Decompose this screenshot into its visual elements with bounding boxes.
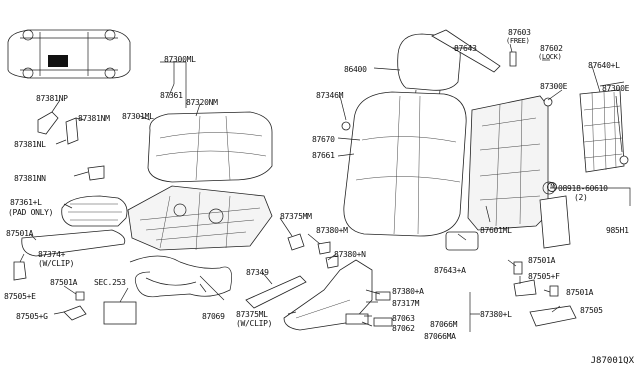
part-label-87361L[interactable]: 87361+L	[10, 198, 42, 207]
part-label-87501A[interactable]: 87501A	[6, 229, 34, 238]
part-label-87505G[interactable]: 87505+G	[16, 312, 48, 321]
part-label-87505E[interactable]: 87505+E	[4, 292, 36, 301]
bolt-part	[509, 51, 517, 67]
part-label-87062[interactable]: 87062	[392, 324, 415, 333]
knob-part	[375, 291, 391, 301]
nut-part	[543, 97, 553, 107]
part-label-87602-note: (LOCK)	[538, 53, 562, 61]
part-label-87361L-note: (PAD ONLY)	[8, 208, 54, 217]
part-label-87301ML[interactable]: 87301ML	[122, 112, 154, 121]
seat-cushion-cover	[147, 111, 273, 183]
part-label-87300E[interactable]: 87300E	[602, 84, 630, 93]
bracket-part	[287, 233, 305, 251]
knob-part	[445, 231, 479, 251]
part-label-87381NP[interactable]: 87381NP	[36, 94, 68, 103]
side-finisher-part	[21, 229, 126, 257]
part-label-87602[interactable]: 87602	[540, 44, 563, 53]
part-label-87300E[interactable]: 87300E	[540, 82, 568, 91]
part-label-87380N[interactable]: 87380+N	[334, 250, 366, 259]
part-label-87374[interactable]: 87374+	[38, 250, 66, 259]
wire-harness	[129, 255, 232, 298]
clip-part	[341, 121, 351, 131]
part-label-87501A[interactable]: 87501A	[528, 256, 556, 265]
part-label-SEC253[interactable]: SEC.253	[94, 278, 126, 287]
module-part	[103, 301, 137, 325]
n-symbol-icon: N	[547, 182, 557, 192]
clip-part	[317, 241, 331, 255]
trim-cover-part	[37, 111, 59, 135]
part-label-87603[interactable]: 87603	[508, 28, 531, 37]
knob-part	[373, 317, 393, 327]
part-label-87317M[interactable]: 87317M	[392, 299, 420, 308]
part-label-87603-note: (FREE)	[506, 37, 530, 45]
part-label-87349[interactable]: 87349	[246, 268, 269, 277]
part-label-87643[interactable]: 87643	[454, 44, 477, 53]
part-label-87380M[interactable]: 87380+M	[316, 226, 348, 235]
part-label-87505[interactable]: 87505	[580, 306, 603, 315]
headrest-part	[397, 33, 461, 91]
clip-part	[63, 305, 87, 321]
seat-back-frame	[467, 95, 549, 231]
part-label-87643A[interactable]: 87643+A	[434, 266, 466, 275]
clip-part	[13, 261, 27, 281]
bolt-part	[513, 261, 523, 275]
part-label-87375MM[interactable]: 87375MM	[280, 212, 312, 221]
part-label-87300ML[interactable]: 87300ML	[164, 55, 196, 64]
part-label-08918-note: (2)	[574, 193, 588, 202]
part-label-87381NN[interactable]: 87381NN	[14, 174, 46, 183]
trim-cover-part	[65, 117, 79, 145]
part-label-87380L[interactable]: 87380+L	[480, 310, 512, 319]
part-label-87374-note: (W/CLIP)	[38, 259, 75, 268]
part-label-87381NM[interactable]: 87381NM	[78, 114, 110, 123]
part-label-87505F[interactable]: 87505+F	[528, 272, 560, 281]
part-label-87375ML[interactable]: 87375ML	[236, 310, 268, 319]
cushion-pad-part	[61, 195, 128, 227]
part-label-87501A[interactable]: 87501A	[50, 278, 78, 287]
back-board-part	[579, 89, 625, 173]
nut-part	[619, 155, 629, 165]
vehicle-locator-icon	[7, 29, 131, 79]
part-label-87069[interactable]: 87069	[202, 312, 225, 321]
knob-part	[345, 313, 369, 325]
lower-side-cover	[283, 259, 373, 331]
part-label-87361[interactable]: 87361	[160, 91, 183, 100]
rail-cover-part	[529, 305, 577, 327]
part-label-87501A[interactable]: 87501A	[566, 288, 594, 297]
part-label-87346M[interactable]: 87346M	[316, 91, 344, 100]
part-label-87066MA[interactable]: 87066MA	[424, 332, 456, 341]
part-label-87601ML[interactable]: 87601ML	[480, 226, 512, 235]
bracket-part	[513, 279, 537, 297]
part-label-87661[interactable]: 87661	[312, 151, 335, 160]
side-trim-part	[245, 275, 307, 309]
part-label-87063[interactable]: 87063	[392, 314, 415, 323]
part-label-86400[interactable]: 86400	[344, 65, 367, 74]
part-label-87320NM[interactable]: 87320NM	[186, 98, 218, 107]
seat-back-cover	[343, 91, 467, 237]
part-label-87066M[interactable]: 87066M	[430, 320, 458, 329]
side-panel-part	[539, 195, 571, 249]
part-label-87381NL[interactable]: 87381NL	[14, 140, 46, 149]
trim-cover-part	[87, 165, 105, 181]
diagram-code: J87001QX	[590, 356, 634, 366]
bolt-part	[549, 285, 559, 297]
part-label-87670[interactable]: 87670	[312, 135, 335, 144]
part-label-87640L[interactable]: 87640+L	[588, 61, 620, 70]
part-label-87380A[interactable]: 87380+A	[392, 287, 424, 296]
lever-part	[431, 29, 501, 73]
part-label-985H1[interactable]: 985H1	[606, 226, 629, 235]
bolt-part	[75, 291, 85, 301]
part-label-08918-60610[interactable]: 08918-60610	[558, 184, 608, 193]
part-label-87375ML-note: (W/CLIP)	[236, 319, 273, 328]
seat-frame	[127, 185, 273, 251]
